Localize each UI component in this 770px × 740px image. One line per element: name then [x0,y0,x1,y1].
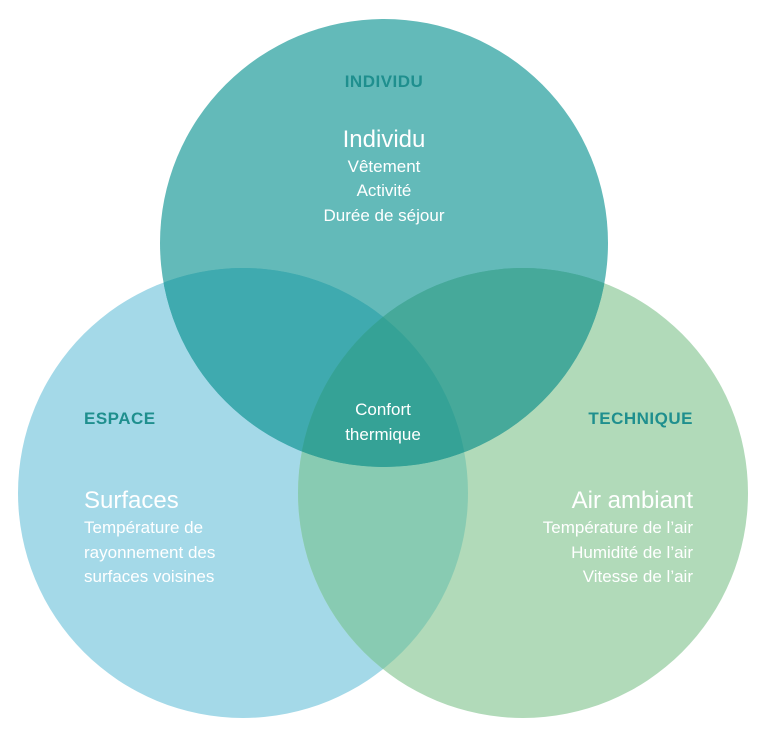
individu-line-2: Activité [357,181,412,200]
espace-line-2: rayonnement des [84,543,215,562]
technique-line-1: Température de l’air [543,518,694,537]
individu-title: Individu [343,126,426,153]
center-line-1: Confort [355,400,411,419]
espace-title: Surfaces [84,487,179,514]
espace-line-1: Température de [84,518,203,537]
technique-line-3: Vitesse de l’air [583,567,694,586]
individu-line-1: Vêtement [348,157,421,176]
overlap-individu-espace-top [160,268,468,467]
technique-title: Air ambiant [572,487,694,514]
overlap-individu-technique-top [298,268,608,467]
technique-line-2: Humidité de l’air [571,543,693,562]
espace-category-label: ESPACE [84,409,156,428]
individu-line-3: Durée de séjour [324,206,445,225]
technique-category-label: TECHNIQUE [588,409,693,428]
espace-line-3: surfaces voisines [84,567,214,586]
center-line-2: thermique [345,425,421,444]
individu-category-label: INDIVIDU [345,72,424,91]
